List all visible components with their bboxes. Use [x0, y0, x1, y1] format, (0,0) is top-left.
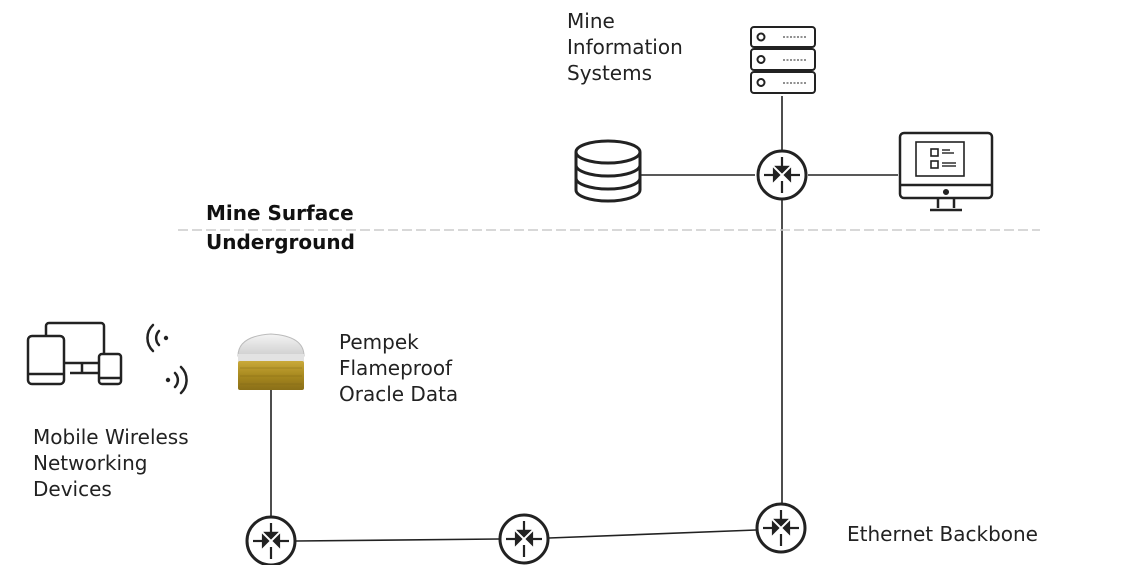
label-line: Networking: [33, 451, 148, 475]
link-backbone-1: [295, 538, 500, 542]
label-line: Devices: [33, 477, 112, 501]
label-line: Oracle Data: [339, 382, 459, 406]
label-line: Mine: [567, 9, 615, 33]
label-line: Systems: [567, 61, 652, 85]
connections: [270, 96, 898, 542]
access-point-icon: [237, 333, 305, 390]
label-line: Information: [567, 35, 683, 59]
mine-surface-label: Mine Surface: [206, 201, 354, 225]
underground-label: Underground: [206, 230, 355, 254]
backbone-router-right-icon: [755, 502, 807, 554]
link-backbone-2: [548, 529, 757, 539]
mine-info-systems-label: Mine Information Systems: [567, 8, 683, 86]
surface-router-icon: [756, 149, 808, 201]
mobile-devices-label: Mobile Wireless Networking Devices: [33, 424, 189, 502]
wifi-signal-icon: [146, 323, 188, 395]
flameproof-ap-label: Pempek Flameproof Oracle Data: [339, 329, 458, 407]
devices-icon: [26, 321, 123, 386]
label-line: Mobile Wireless: [33, 425, 189, 449]
ethernet-backbone-label: Ethernet Backbone: [847, 522, 1038, 546]
backbone-router-left-icon: [245, 515, 297, 565]
server-rack-icon: [750, 26, 816, 94]
backbone-router-middle-icon: [498, 513, 550, 565]
monitor-icon: [898, 131, 994, 212]
label-line: Pempek: [339, 330, 419, 354]
label-line: Flameproof: [339, 356, 453, 380]
database-icon: [574, 139, 642, 203]
